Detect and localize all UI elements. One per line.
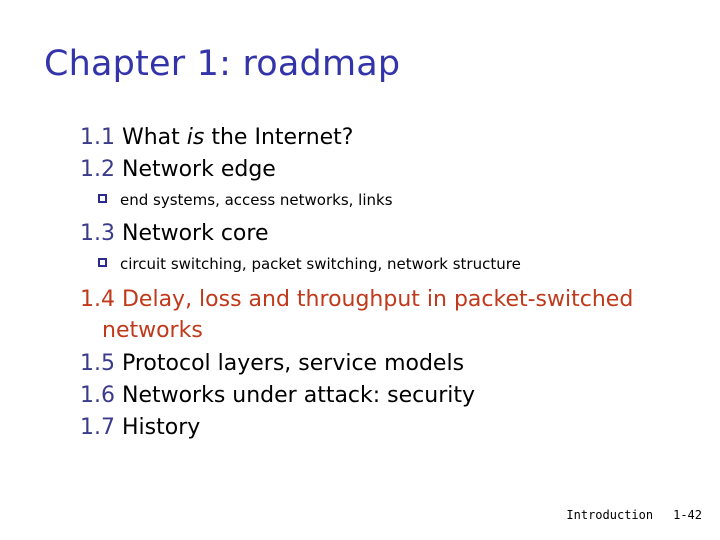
outline-number-1-4: 1.4 [80, 287, 122, 313]
outline-item-1-3[interactable]: 1.3 Network core [80, 218, 680, 249]
hollow-square-bullet-icon [98, 194, 107, 204]
footer-page-number: 1-42 [673, 508, 702, 522]
hollow-square-bullet-icon [98, 257, 107, 267]
outline-text-1-2: Network edge [121, 157, 276, 183]
outline-subitem-1-2[interactable]: end systems, access networks, links [80, 190, 680, 210]
outline-item-1-2[interactable]: 1.2 Network edge [80, 154, 680, 185]
outline-number-1-2: 1.2 [80, 157, 122, 183]
outline-text-1-3: Network core [121, 220, 269, 246]
outline-item-1-6[interactable]: 1.6 Networks under attack: security [80, 380, 680, 411]
outline-item-1-7[interactable]: 1.7 History [80, 412, 680, 443]
outline-text-1-1-before: What [121, 125, 187, 150]
outline-text-1-6: Networks under attack: security [121, 382, 476, 408]
outline-subtext-1-2: end systems, access networks, links [120, 191, 393, 210]
outline-number-1-3: 1.3 [80, 220, 122, 246]
outline-subitem-1-3[interactable]: circuit switching, packet switching, net… [80, 254, 680, 274]
outline-text-1-4: Delay, loss and throughput in packet-swi… [102, 287, 634, 344]
page-title: Chapter 1: roadmap [44, 44, 401, 84]
outline-text-1-5: Protocol layers, service models [121, 350, 465, 376]
outline-text-1-1-after: the Internet? [204, 125, 354, 150]
slide-footer: Introduction 1-42 [566, 508, 702, 522]
outline-number-1-6: 1.6 [80, 382, 122, 408]
outline-text-1-7: History [121, 415, 201, 441]
outline-number-1-5: 1.5 [80, 350, 122, 376]
outline-subtext-1-3: circuit switching, packet switching, net… [120, 254, 521, 273]
outline-item-1-5[interactable]: 1.5 Protocol layers, service models [80, 348, 680, 379]
outline-number-1-1: 1.1 [80, 125, 122, 150]
footer-source-label: Introduction [566, 508, 654, 522]
outline-number-1-7: 1.7 [80, 415, 122, 441]
outline-item-1-4[interactable]: 1.4 Delay, loss and throughput in packet… [80, 284, 680, 346]
outline-item-1-1[interactable]: 1.1 What is the Internet? [80, 122, 680, 153]
outline-text-1-1-italic: is [186, 125, 205, 150]
outline-list: 1.1 What is the Internet? 1.2 Network ed… [80, 122, 680, 444]
